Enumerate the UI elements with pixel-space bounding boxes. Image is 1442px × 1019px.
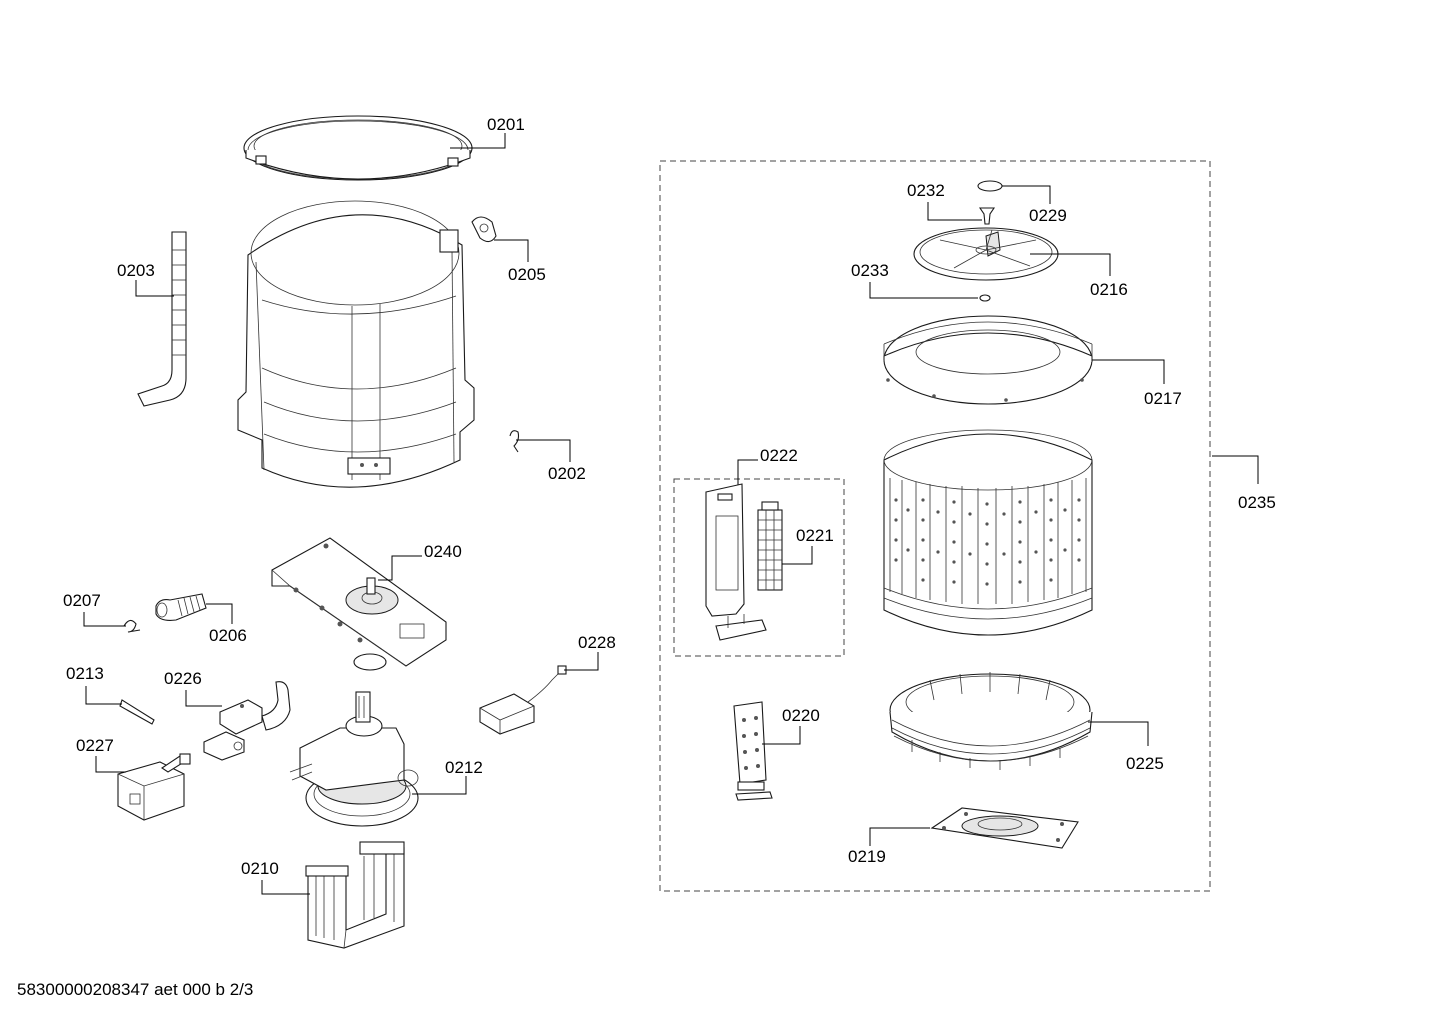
leader-0233 [869,282,978,299]
label-0217: 0217 [1144,389,1182,408]
part-0232-screw [978,207,996,225]
part-0233-washer [979,294,991,302]
label-0221: 0221 [796,526,834,545]
part-0228-sensor [479,665,567,735]
part-0201-tub-ring [243,115,473,181]
label-0225: 0225 [1126,754,1164,773]
part-0221-filter [757,501,783,591]
label-0213: 0213 [66,664,104,683]
label-0240: 0240 [424,542,462,561]
leader-0207 [83,612,126,627]
label-0216: 0216 [1090,280,1128,299]
leader-0225 [1088,721,1149,746]
label-0205: 0205 [508,265,546,284]
leader-0213 [85,686,122,705]
label-0203: 0203 [117,261,155,280]
part-0212-motor [289,691,419,827]
part-0219-flange [930,807,1079,849]
part-0225-drum-base [889,672,1093,770]
leader-0216 [1030,253,1111,276]
leader-0235 [1212,455,1259,484]
part-0213-pin [119,699,155,725]
group-0235-box [659,160,1211,892]
part-0205-gasket [471,216,497,243]
label-0229: 0229 [1029,206,1067,225]
part-0240-mount-plate [271,537,447,671]
label-0232: 0232 [907,181,945,200]
leader-0226 [185,690,222,707]
leader-0212 [412,776,467,795]
leader-0222 [737,459,758,488]
leader-0227 [95,756,126,773]
part-0229-cap [977,180,1003,192]
part-0206-hose-spring [155,593,207,621]
part-0216-pulsator [913,227,1059,281]
label-0233: 0233 [851,261,889,280]
label-0201: 0201 [487,115,525,134]
leader-0206 [206,603,233,624]
label-0210: 0210 [241,859,279,878]
part-0210-frame [305,841,405,949]
label-0212: 0212 [445,758,483,777]
leader-0203 [135,280,174,297]
leader-0228 [564,652,599,671]
leader-0201 [450,133,506,149]
label-0226: 0226 [164,669,202,688]
leader-0210 [261,880,310,895]
part-0203-hose [137,231,187,407]
part-0217-balancer [883,315,1093,405]
group-0222-box [673,478,845,657]
label-0206: 0206 [209,626,247,645]
part-0227-pump [117,753,191,821]
part-outer-tub [237,200,475,488]
label-0222: 0222 [760,446,798,465]
leader-0217 [1092,359,1165,384]
leader-0232 [927,202,982,221]
part-0222-filter-cover [705,483,767,641]
label-0220: 0220 [782,706,820,725]
part-inner-drum [883,429,1093,636]
label-0235: 0235 [1238,493,1276,512]
leader-0221 [782,546,813,565]
label-0219: 0219 [848,847,886,866]
leader-0219 [869,827,930,846]
leader-0220 [762,726,801,745]
label-0207: 0207 [63,591,101,610]
drawing-number-footer: 58300000208347 aet 000 b 2/3 [17,980,254,999]
part-0202-clip [509,430,520,453]
part-0220-small-filter [733,701,773,801]
leader-0205 [494,239,529,262]
label-0227: 0227 [76,736,114,755]
leader-0240 [378,555,422,581]
leader-0229 [1002,185,1051,204]
label-0202: 0202 [548,464,586,483]
part-0207-clip [123,619,141,633]
label-0228: 0228 [578,633,616,652]
leader-0202 [516,439,571,462]
part-0226-drain-valve [203,681,291,761]
